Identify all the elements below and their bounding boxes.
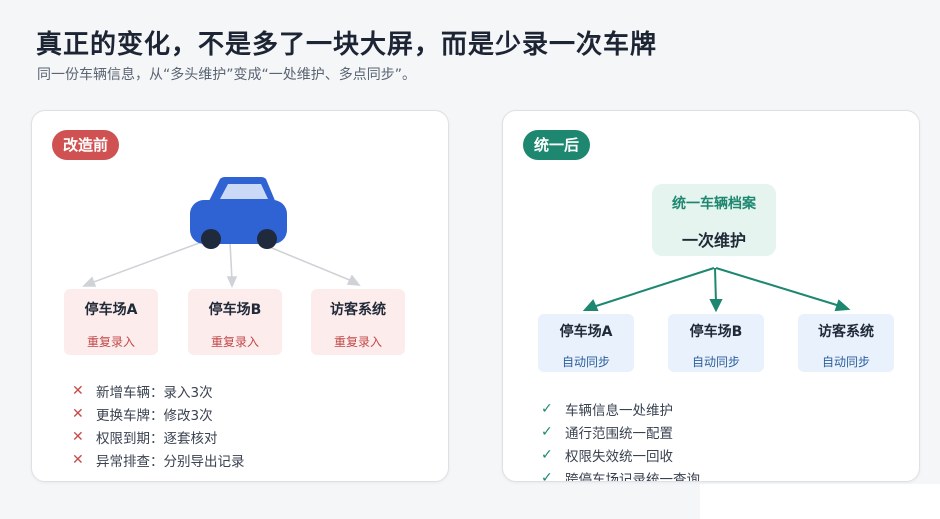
arrow-head-b bbox=[709, 299, 723, 313]
list-item-text: 跨停车场记录统一查询 bbox=[565, 471, 700, 482]
connector-to-visitor bbox=[715, 267, 841, 307]
arrow-head-a bbox=[82, 276, 97, 287]
list-item-text: 更换车牌：修改3次 bbox=[96, 407, 213, 424]
before-node-parking-b: 停车场B 重复录入 bbox=[188, 289, 282, 355]
cross-icon: ✕ bbox=[72, 451, 84, 468]
list-item-text: 权限到期：逐套核对 bbox=[96, 430, 218, 447]
arrow-head-a bbox=[582, 299, 599, 311]
arrow-head-visitor bbox=[834, 299, 851, 312]
check-icon: ✓ bbox=[541, 400, 553, 417]
cross-icon: ✕ bbox=[72, 428, 84, 445]
node-status: 自动同步 bbox=[691, 355, 740, 369]
page-title: 真正的变化，不是多了一块大屏，而是少录一次车牌 bbox=[36, 30, 658, 60]
arrow-head-visitor bbox=[346, 274, 361, 286]
list-item: ✓ 车辆信息一处维护 bbox=[541, 397, 700, 420]
node-status: 自动同步 bbox=[821, 355, 870, 369]
list-item-text: 通行范围统一配置 bbox=[565, 425, 673, 442]
list-item: ✕ 更换车牌：修改3次 bbox=[72, 402, 245, 425]
node-status: 重复录入 bbox=[210, 335, 259, 349]
after-node-visitor-system: 访客系统 自动同步 bbox=[798, 314, 894, 372]
connector-to-b bbox=[229, 241, 233, 282]
arrow-head-b bbox=[226, 276, 238, 288]
archive-subtitle: 一次维护 bbox=[681, 231, 746, 250]
node-title: 访客系统 bbox=[818, 324, 874, 340]
check-icon: ✓ bbox=[541, 446, 553, 463]
after-node-parking-a: 停车场A 自动同步 bbox=[538, 314, 634, 372]
node-status: 自动同步 bbox=[561, 355, 610, 369]
before-badge: 改造前 bbox=[52, 130, 120, 160]
node-status: 重复录入 bbox=[333, 335, 382, 349]
unified-archive-box: 统一车辆档案 一次维护 bbox=[652, 184, 776, 256]
list-item: ✓ 跨停车场记录统一查询 bbox=[541, 466, 700, 482]
after-benefits-list: ✓ 车辆信息一处维护 ✓ 通行范围统一配置 ✓ 权限失效统一回收 ✓ 跨停车场记录统一查… bbox=[541, 397, 700, 482]
node-title: 访客系统 bbox=[330, 302, 386, 318]
car-icon bbox=[190, 177, 287, 249]
node-title: 停车场A bbox=[84, 302, 138, 318]
bottom-right-overlay bbox=[700, 484, 940, 519]
page-subtitle: 同一份车辆信息，从“多头维护”变成“一处维护、多点同步”。 bbox=[37, 67, 417, 83]
node-status: 重复录入 bbox=[86, 335, 135, 349]
check-icon: ✓ bbox=[541, 423, 553, 440]
node-title: 停车场B bbox=[208, 302, 262, 318]
after-connectors bbox=[582, 267, 851, 313]
list-item-text: 异常排查：分别导出记录 bbox=[96, 453, 245, 470]
before-panel: 改造前 停车场A 重复录入 停车场B 重复录入 访客系统 重复录入 ✕ 新增车辆：… bbox=[31, 110, 449, 482]
list-item: ✕ 新增车辆：录入3次 bbox=[72, 379, 245, 402]
list-item-text: 权限失效统一回收 bbox=[565, 448, 673, 465]
connector-to-b bbox=[714, 267, 717, 304]
list-item: ✕ 异常排查：分别导出记录 bbox=[72, 448, 245, 471]
list-item: ✕ 权限到期：逐套核对 bbox=[72, 425, 245, 448]
connector-to-a bbox=[90, 238, 211, 284]
before-node-parking-a: 停车场A 重复录入 bbox=[64, 289, 158, 355]
node-title: 停车场A bbox=[559, 324, 613, 340]
node-title: 停车场B bbox=[689, 324, 743, 340]
list-item-text: 车辆信息一处维护 bbox=[565, 402, 673, 419]
before-issues-list: ✕ 新增车辆：录入3次 ✕ 更换车牌：修改3次 ✕ 权限到期：逐套核对 ✕ 异常排查：分… bbox=[72, 379, 245, 471]
after-badge: 统一后 bbox=[523, 130, 591, 160]
before-node-visitor-system: 访客系统 重复录入 bbox=[311, 289, 405, 355]
cross-icon: ✕ bbox=[72, 405, 84, 422]
connector-to-a bbox=[592, 267, 715, 308]
cross-icon: ✕ bbox=[72, 382, 84, 399]
list-item-text: 新增车辆：录入3次 bbox=[96, 384, 213, 401]
after-panel: 统一后 统一车辆档案 一次维护 停车场A 自动同步 停车场B 自动同步 访客系统… bbox=[502, 110, 920, 482]
list-item: ✓ 通行范围统一配置 bbox=[541, 420, 700, 443]
list-item: ✓ 权限失效统一回收 bbox=[541, 443, 700, 466]
archive-title: 统一车辆档案 bbox=[672, 196, 756, 212]
after-node-parking-b: 停车场B 自动同步 bbox=[668, 314, 764, 372]
check-icon: ✓ bbox=[541, 469, 553, 482]
